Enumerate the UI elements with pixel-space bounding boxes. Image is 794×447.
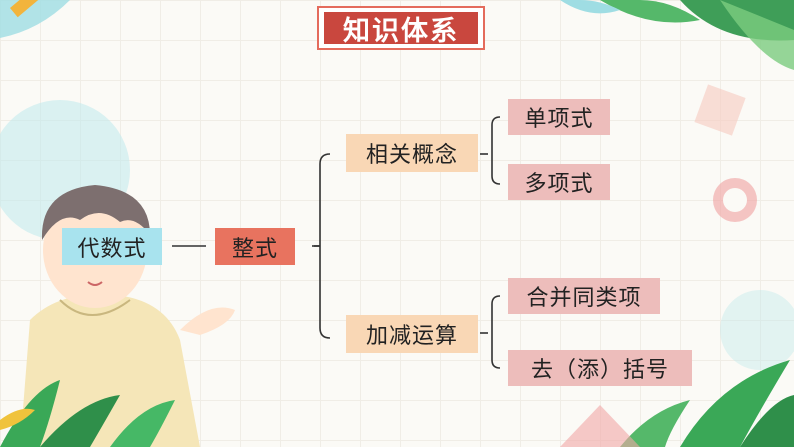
main-node: 整式 (215, 228, 295, 265)
leaf-label: 单项式 (524, 107, 594, 132)
leaf-label: 多项式 (524, 172, 594, 197)
root-node: 代数式 (62, 228, 162, 265)
branch-node-operations: 加减运算 (346, 315, 478, 353)
title-banner: 知识体系 (317, 6, 485, 50)
leaf-node-monomial: 单项式 (508, 99, 610, 135)
leaf-node-brackets: 去（添）括号 (508, 350, 692, 386)
leaf-label: 去（添）括号 (530, 358, 669, 383)
page-title: 知识体系 (324, 12, 478, 47)
connector-branch1-leaves (491, 116, 501, 185)
connector-main-branches (319, 153, 331, 339)
connector-branch2-leaves (491, 295, 501, 369)
branch-node-concepts: 相关概念 (346, 134, 478, 172)
leaf-node-polynomial: 多项式 (508, 164, 610, 200)
branch-label: 加减运算 (365, 324, 458, 349)
leaf-label: 合并同类项 (526, 286, 642, 311)
main-label: 整式 (231, 236, 278, 262)
branch-label: 相关概念 (365, 143, 458, 168)
root-label: 代数式 (77, 236, 147, 262)
leaf-node-combine-like-terms: 合并同类项 (508, 278, 660, 314)
